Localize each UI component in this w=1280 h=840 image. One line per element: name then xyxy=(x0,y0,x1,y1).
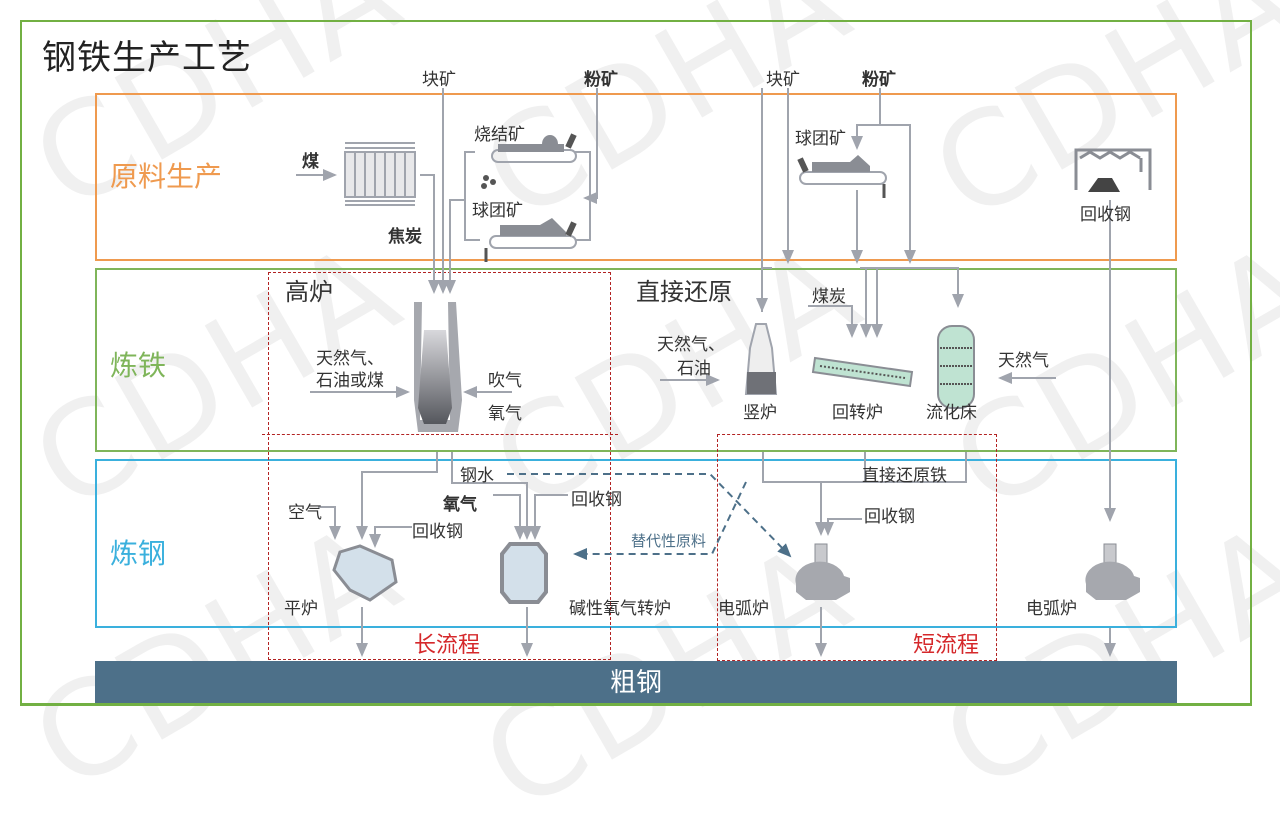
flow-diagram xyxy=(296,88,1152,657)
band-label-raw: 原料生产 xyxy=(110,160,223,193)
band-ironmaking xyxy=(95,268,1177,452)
coke-oven-icon xyxy=(344,142,416,206)
pellet-machine-icon xyxy=(484,218,577,262)
label-alt-feed: 替代性原料 xyxy=(631,532,707,550)
scrap-pile-icon xyxy=(1088,178,1120,192)
short-route-box xyxy=(717,434,997,661)
long-route-box xyxy=(268,272,611,660)
label-hot-metal: 钢水 xyxy=(460,466,494,486)
label-coal: 煤 xyxy=(302,152,319,172)
page-title: 钢铁生产工艺 xyxy=(42,38,252,78)
label-eaf-1: 电弧炉 xyxy=(718,599,769,619)
label-lump-ore-2: 块矿 xyxy=(766,70,800,90)
label-shaft-furnace: 竖炉 xyxy=(743,403,777,423)
label-short-route: 短流程 xyxy=(913,633,980,658)
label-blast-furnace: 高炉 xyxy=(285,278,333,306)
label-oxygen-bf: 氧气 xyxy=(488,404,522,424)
band-label-iron: 炼铁 xyxy=(110,349,167,382)
label-dri: 直接还原铁 xyxy=(862,466,947,486)
label-bof: 碱性氧气转炉 xyxy=(569,599,671,619)
fluidized-bed-icon xyxy=(937,325,975,409)
label-direct-reduction: 直接还原 xyxy=(636,278,732,306)
label-scrap-bof: 回收钢 xyxy=(571,490,622,510)
band-raw-material xyxy=(95,93,1177,261)
label-rotary-kiln: 回转炉 xyxy=(832,403,883,423)
rotary-kiln-icon xyxy=(811,356,914,388)
label-scrap-eaf: 回收钢 xyxy=(864,507,915,527)
label-dr-gas-2: 石油 xyxy=(677,359,711,379)
label-scrap-raw: 回收钢 xyxy=(1080,205,1131,225)
open-hearth-icon xyxy=(332,544,398,602)
label-oxygen-bof: 氧气 xyxy=(443,495,477,515)
label-fine-ore-1: 粉矿 xyxy=(584,70,618,90)
label-sinter: 烧结矿 xyxy=(474,125,525,145)
label-bf-fuel-1: 天然气、 xyxy=(316,349,384,369)
label-eaf-2: 电弧炉 xyxy=(1026,599,1077,619)
label-dr-gas-1: 天然气、 xyxy=(657,335,725,355)
blast-furnace-icon xyxy=(414,302,462,432)
eaf-icon xyxy=(795,543,850,600)
band-label-steel: 炼钢 xyxy=(110,537,167,570)
label-pellet-2: 球团矿 xyxy=(795,129,846,149)
label-fluidized-bed: 流化床 xyxy=(926,403,977,423)
label-natural-gas: 天然气 xyxy=(998,351,1049,371)
bof-icon xyxy=(500,542,548,604)
label-lump-ore-1: 块矿 xyxy=(422,70,456,90)
label-pellet-1: 球团矿 xyxy=(472,201,523,221)
scrap-crane-icon xyxy=(1074,148,1152,190)
slide-frame xyxy=(20,20,1252,706)
label-blast-air: 吹气 xyxy=(488,371,522,391)
sinter-machine-icon xyxy=(481,133,577,189)
pellet-machine-icon-2 xyxy=(797,155,887,198)
label-scrap-ohf: 回收钢 xyxy=(412,522,463,542)
long-route-box-mid xyxy=(262,434,618,435)
label-long-route: 长流程 xyxy=(414,633,481,658)
label-coke: 焦炭 xyxy=(388,227,422,247)
label-air: 空气 xyxy=(288,503,322,523)
band-steelmaking xyxy=(95,459,1177,628)
crude-steel-bar: 粗钢 xyxy=(95,661,1177,703)
label-fine-ore-2: 粉矿 xyxy=(862,70,896,90)
label-bf-fuel-2: 石油或煤 xyxy=(316,371,384,391)
label-open-hearth: 平炉 xyxy=(284,599,318,619)
eaf-icon-2 xyxy=(1085,543,1140,600)
shaft-furnace-icon xyxy=(744,323,778,395)
label-coal-char: 煤炭 xyxy=(812,287,846,307)
